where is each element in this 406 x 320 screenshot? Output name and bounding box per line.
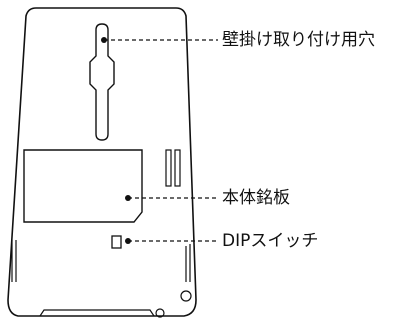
nameplate-area [23, 149, 143, 223]
bottom-connector [39, 309, 155, 317]
wall-mount-keyhole [89, 23, 115, 141]
label-nameplate: 本体銘板 [222, 188, 290, 208]
bottom-screw-left [155, 308, 165, 318]
label-wall-hole: 壁掛け取り付け用穴 [222, 30, 375, 50]
left-side-detail [11, 240, 17, 282]
vent-slot-right [174, 149, 181, 187]
dip-switch-box [111, 235, 122, 249]
device-body-outline [7, 7, 197, 317]
bottom-screw-right [180, 290, 192, 302]
vent-slot-left [165, 149, 172, 187]
label-dip-switch: DIPスイッチ [222, 231, 319, 251]
right-side-detail [185, 244, 191, 282]
